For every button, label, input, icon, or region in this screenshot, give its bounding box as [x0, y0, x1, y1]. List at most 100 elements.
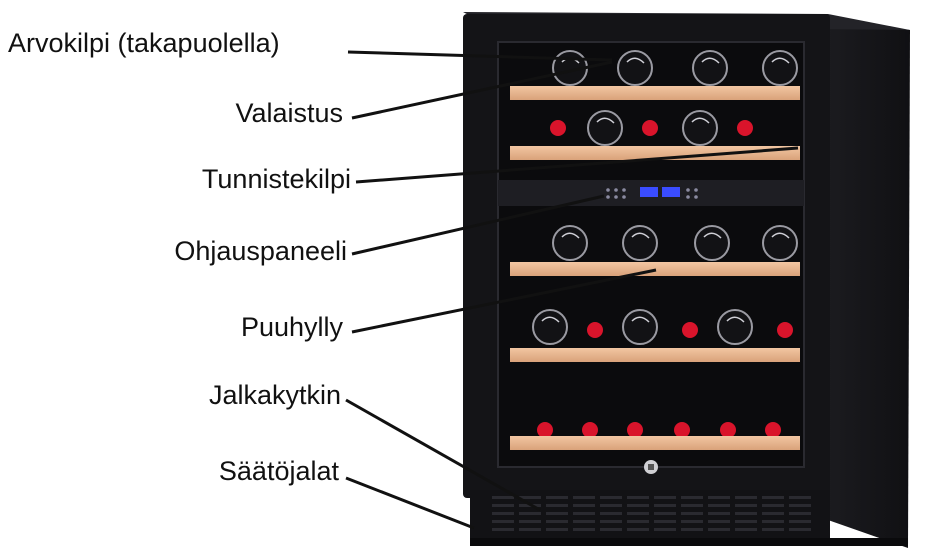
vent-slot	[573, 496, 595, 499]
shelf-4	[510, 348, 800, 362]
vent-slot	[708, 504, 730, 507]
vent-slot	[789, 520, 811, 523]
vent-slot	[546, 504, 568, 507]
bottle-base	[622, 225, 658, 261]
vent-slot	[573, 520, 595, 523]
vent-slot	[600, 528, 622, 531]
vent-slot	[654, 512, 676, 515]
vent-slot	[681, 496, 703, 499]
bottle-highlight	[631, 232, 650, 239]
vent-slot	[789, 528, 811, 531]
vent-slot	[600, 512, 622, 515]
vent-slot	[546, 528, 568, 531]
vent-slot	[492, 520, 514, 523]
vent-slot	[681, 512, 703, 515]
bottle-base	[762, 225, 798, 261]
shelf-3	[510, 262, 800, 276]
bottle-cap	[627, 422, 643, 438]
bottle-cap	[582, 422, 598, 438]
bottle-cap	[587, 322, 603, 338]
label-rating-plate: Arvokilpi (takapuolella)	[8, 28, 280, 58]
vent-slot	[654, 520, 676, 523]
bottle-highlight	[703, 232, 722, 239]
vent-slot	[627, 504, 649, 507]
vent-slot	[492, 504, 514, 507]
bottle-cap	[737, 120, 753, 136]
shelf-5	[510, 436, 800, 450]
vent-slot	[708, 512, 730, 515]
vent-slot	[627, 496, 649, 499]
vent-slot	[708, 520, 730, 523]
label-adjustable-feet: Säätöjalat	[218, 456, 339, 486]
bottle-highlight	[771, 232, 790, 239]
bottle-base	[552, 50, 588, 86]
vent-slot	[627, 520, 649, 523]
bottle-cap	[537, 422, 553, 438]
vent-slot	[789, 496, 811, 499]
shelf-1	[510, 86, 800, 100]
label-foot-switch: Jalkakytkin	[208, 380, 341, 410]
bottle-base	[682, 110, 718, 146]
vent-slot	[573, 512, 595, 515]
bottle-cap	[674, 422, 690, 438]
vent-slot	[600, 520, 622, 523]
vent-slot	[519, 520, 541, 523]
vent-slot	[762, 504, 784, 507]
bottle-base	[532, 309, 568, 345]
bottle-cap	[765, 422, 781, 438]
bottle-highlight	[771, 57, 790, 64]
label-wooden-shelf: Puuhylly	[240, 312, 343, 342]
vent-slot	[492, 496, 514, 499]
vent-slot	[735, 504, 757, 507]
vent-slot	[735, 528, 757, 531]
bottle-base	[762, 50, 798, 86]
vent-slot	[519, 528, 541, 531]
vent-slot	[573, 504, 595, 507]
vent-slot	[681, 520, 703, 523]
bottle-base	[587, 110, 623, 146]
vent-slot	[789, 512, 811, 515]
vent-slot	[546, 496, 568, 499]
vent-slot	[789, 504, 811, 507]
vent-slot	[627, 512, 649, 515]
vent-slot	[735, 496, 757, 499]
cabinet-side	[828, 20, 910, 548]
vent-slot	[519, 496, 541, 499]
vent-slot	[519, 504, 541, 507]
bottle-base	[617, 50, 653, 86]
vent-slot	[654, 496, 676, 499]
vent-slot	[681, 504, 703, 507]
bottle-base	[692, 50, 728, 86]
vent-slot	[600, 504, 622, 507]
vent-slot	[735, 512, 757, 515]
vent-slot	[762, 528, 784, 531]
bottle-cap	[777, 322, 793, 338]
bottle-cap	[550, 120, 566, 136]
shelf-2	[510, 146, 800, 160]
vent-slot	[681, 528, 703, 531]
vent-slot	[519, 512, 541, 515]
vent-slot	[708, 528, 730, 531]
bottle-cap	[720, 422, 736, 438]
vent-slot	[573, 528, 595, 531]
vent-slot	[546, 520, 568, 523]
label-identification-plate: Tunnistekilpi	[201, 164, 351, 194]
bottle-base	[552, 225, 588, 261]
bottle-highlight	[701, 57, 720, 64]
bottle-base	[717, 309, 753, 345]
bottle-cap	[642, 120, 658, 136]
vent-slot	[492, 528, 514, 531]
vent-slot	[654, 504, 676, 507]
vent-slot	[546, 512, 568, 515]
vent-slot	[600, 496, 622, 499]
vent-slot	[492, 512, 514, 515]
vent-slot	[627, 528, 649, 531]
vent-slot	[762, 496, 784, 499]
label-lighting: Valaistus	[235, 98, 343, 128]
vent-slot	[654, 528, 676, 531]
label-control-panel: Ohjauspaneeli	[174, 236, 347, 266]
bottle-base	[622, 309, 658, 345]
vent-slot	[708, 496, 730, 499]
